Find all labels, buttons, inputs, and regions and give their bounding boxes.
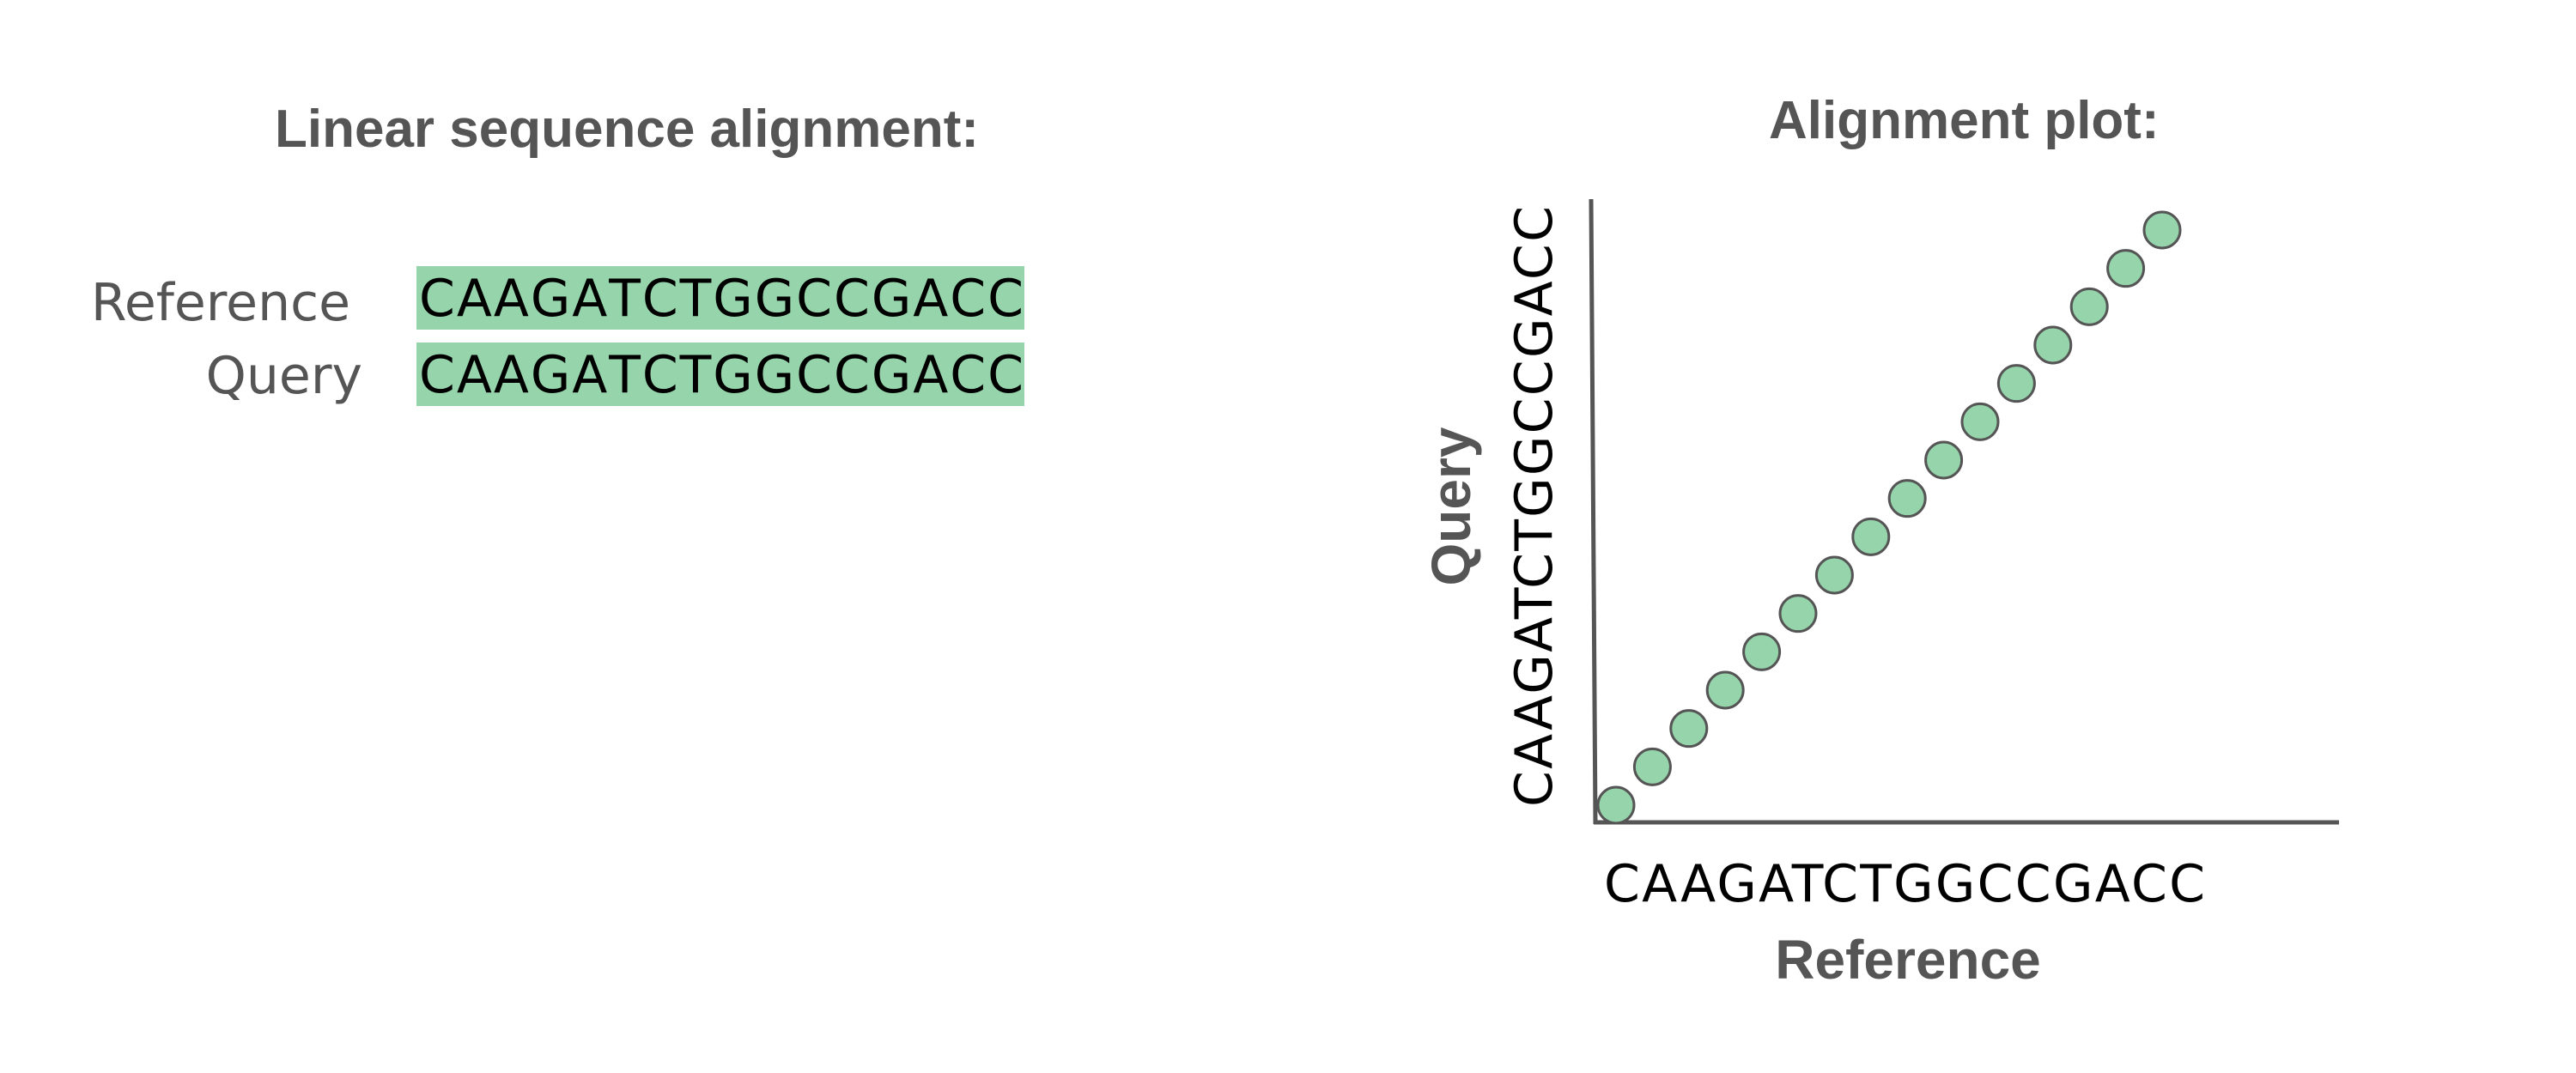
match-dot (1669, 709, 1709, 749)
sequence-letter: A (572, 269, 608, 329)
sequence-letter: A (493, 269, 529, 329)
sequence-letter: C (641, 269, 678, 329)
sequence-letter: G (871, 269, 912, 329)
query-sequence-highlight (416, 343, 1024, 406)
match-dot (1960, 402, 2000, 441)
match-dots (1596, 210, 2182, 825)
sequence-letter: A (456, 345, 492, 405)
alignment-plot-title: Alignment plot: (1769, 91, 2160, 150)
sequence-letter: C (950, 269, 987, 329)
sequence-letter: C (641, 345, 678, 405)
plot-y-axis-label: Query (1420, 427, 1482, 585)
match-dot (2033, 325, 2073, 365)
sequence-letter: C (419, 345, 455, 405)
sequence-letter: A (913, 345, 949, 405)
sequence-letter: A (913, 269, 949, 329)
sequence-letter: A (493, 345, 529, 405)
sequence-letter: C (833, 345, 870, 405)
sequence-letter: T (679, 345, 712, 405)
sequence-letter: A (572, 345, 608, 405)
sequence-letter: C (419, 269, 455, 329)
plot-y-axis (1589, 198, 1598, 825)
match-dot (1596, 785, 1636, 825)
sequence-letter: C (987, 345, 1024, 405)
sequence-letter: C (833, 269, 870, 329)
match-dot (1705, 670, 1745, 710)
sequence-letter: T (679, 269, 712, 329)
sequence-letter: A (456, 269, 492, 329)
match-dot (2106, 249, 2146, 288)
sequence-letter: T (609, 345, 641, 405)
sequence-letter: C (987, 269, 1024, 329)
match-dot (1996, 364, 2036, 403)
plot-x-sequence: CAAGATCTGGCCGACC (1604, 854, 2205, 914)
reference-row-label: Reference (90, 273, 350, 333)
sequence-letter: G (754, 269, 795, 329)
match-dot (1887, 479, 1927, 518)
sequence-letter: G (871, 345, 912, 405)
match-dot (2142, 210, 2182, 250)
plot-y-sequence: CAAGATCTGGCCGACC (1504, 206, 1564, 807)
match-dot (1742, 632, 1782, 671)
match-dot (1778, 594, 1818, 633)
query-row-label: Query (205, 346, 362, 406)
sequence-letter: G (530, 345, 571, 405)
sequence-letter: C (796, 345, 833, 405)
match-dot (1924, 440, 1964, 480)
sequence-letter: G (713, 345, 753, 405)
match-dot (1814, 555, 1854, 595)
sequence-letter: G (713, 269, 753, 329)
sequence-letter: C (950, 345, 987, 405)
linear-alignment-title: Linear sequence alignment: (275, 100, 979, 159)
match-dot (1632, 747, 1672, 786)
match-dot (1851, 517, 1891, 556)
sequence-letter: T (609, 269, 641, 329)
sequence-letter: G (754, 345, 795, 405)
reference-sequence-highlight (416, 266, 1024, 330)
sequence-letter: G (530, 269, 571, 329)
plot-x-axis-label: Reference (1775, 929, 2041, 991)
match-dot (2069, 287, 2109, 326)
sequence-letter: C (796, 269, 833, 329)
